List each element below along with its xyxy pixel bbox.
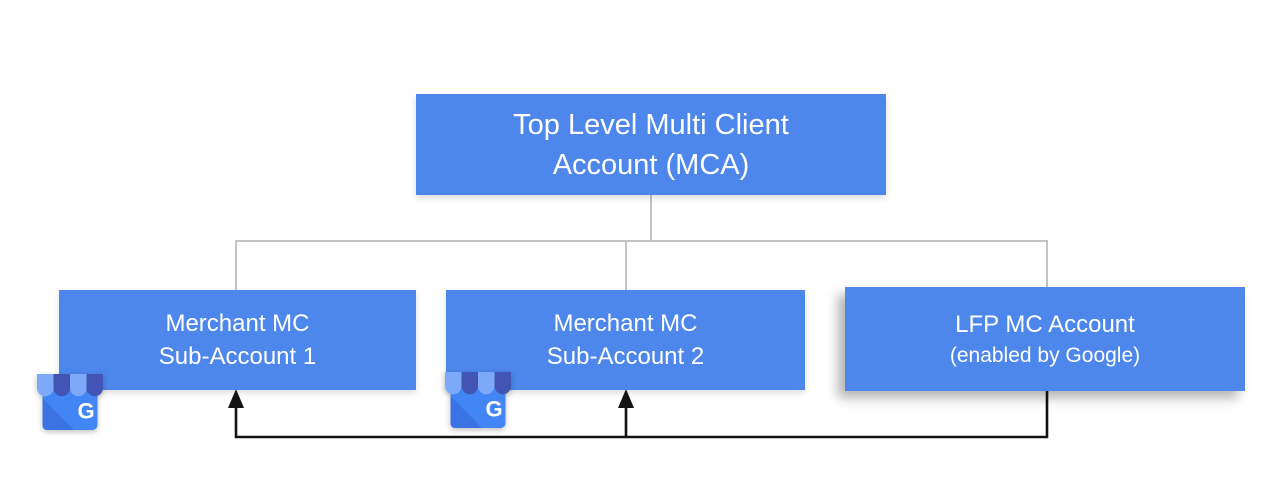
google-my-business-icon: G	[445, 372, 511, 428]
node-label-line1: Merchant MC	[553, 310, 698, 337]
feedback-lines	[234, 391, 1049, 439]
google-my-business-icon: G	[37, 374, 103, 430]
node-label-line2: Account (MCA)	[552, 148, 750, 181]
node-merchant-sub-account-1: Merchant MC Sub-Account 1	[59, 290, 416, 390]
arrowhead-to-sub2	[618, 389, 634, 408]
node-top-level-mca: Top Level Multi Client Account (MCA)	[416, 94, 886, 195]
tree-lines	[235, 195, 1048, 290]
gmb-g-letter: G	[485, 397, 502, 422]
node-label-line1: Merchant MC	[165, 310, 310, 337]
arrowhead-to-sub1	[228, 389, 244, 408]
node-label-line1: Top Level Multi Client	[513, 108, 789, 141]
node-lfp-mc-account: LFP MC Account (enabled by Google)	[845, 287, 1245, 391]
node-label-line2: (enabled by Google)	[949, 343, 1141, 367]
node-label-line2: Sub-Account 1	[158, 343, 317, 370]
gmb-g-letter: G	[77, 399, 94, 424]
node-label-line2: Sub-Account 2	[546, 343, 705, 370]
node-label-line1: LFP MC Account	[955, 310, 1135, 338]
